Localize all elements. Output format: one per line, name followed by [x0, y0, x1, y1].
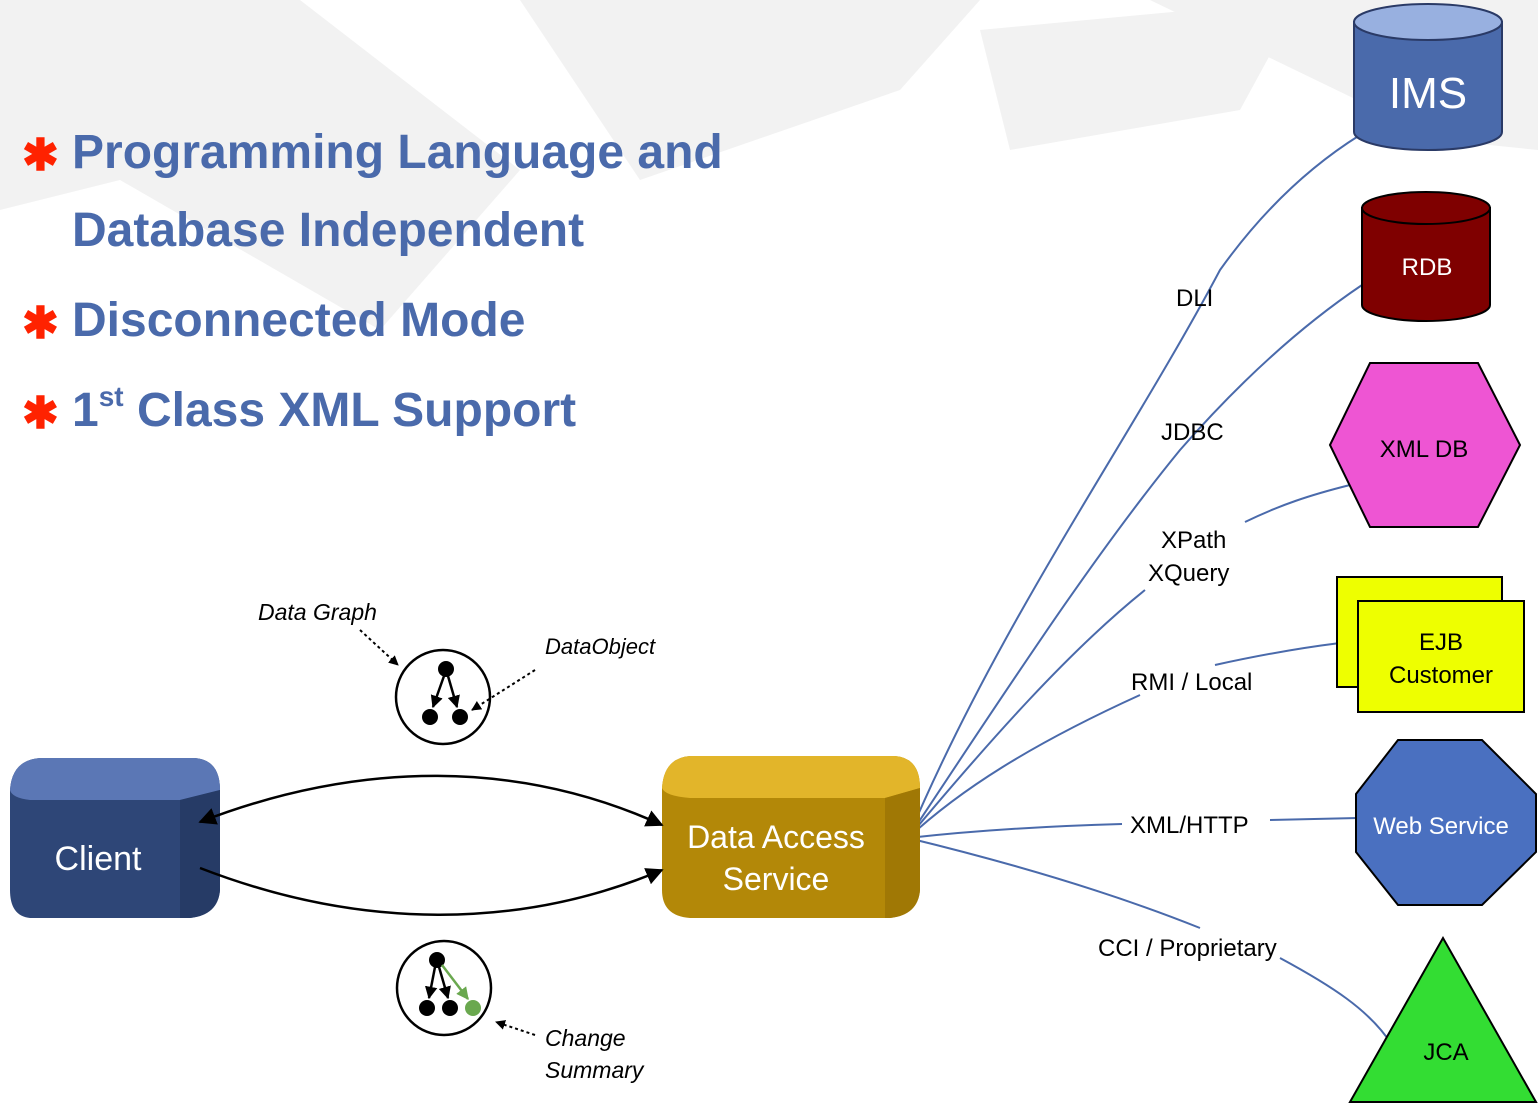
exchange-arrows	[198, 774, 664, 916]
link-xpath	[907, 589, 1146, 839]
connection-labels: DLI JDBC XPath XQuery RMI / Local XML/HT…	[1098, 285, 1277, 962]
change-summary-label-1: Change	[545, 1025, 626, 1051]
rdb-label: RDB	[1402, 254, 1453, 281]
link-cci	[907, 837, 1201, 929]
label-jdbc: JDBC	[1161, 419, 1224, 446]
ims-label: IMS	[1389, 69, 1467, 118]
bullet-3-prefix: 1	[72, 384, 99, 437]
data-graph-label: Data Graph	[258, 599, 377, 625]
xml-db: XML DB	[1328, 362, 1522, 528]
ejb-label-2: Customer	[1389, 662, 1493, 689]
label-rmi: RMI / Local	[1131, 669, 1252, 696]
data-object-pointer	[471, 669, 536, 711]
change-summary-pointer	[495, 1020, 536, 1036]
link-jdbc	[907, 284, 1363, 839]
data-object-label: DataObject	[545, 634, 656, 659]
data-access-service-block: Data Access Service	[662, 756, 920, 918]
label-dli: DLI	[1176, 285, 1213, 312]
label-cci: CCI / Proprietary	[1098, 935, 1277, 962]
web-service: Web Service	[1355, 739, 1537, 906]
change-summary-icon	[395, 939, 493, 1037]
bullet-3-sup: st	[99, 381, 124, 412]
client-block: Client	[10, 758, 220, 918]
bullet-3-rest: Class XML Support	[124, 384, 577, 437]
web-service-label: Web Service	[1373, 813, 1509, 840]
link-rmi	[907, 694, 1141, 839]
label-xquery: XQuery	[1148, 560, 1229, 587]
bullet-1-line-2: Database Independent	[72, 204, 584, 257]
label-xmlhttp: XML/HTTP	[1130, 812, 1249, 839]
bullet-3: 1st Class XML Support	[72, 381, 576, 437]
link-xmlhttp	[907, 823, 1123, 839]
link-ejb	[1214, 642, 1341, 666]
label-xpath: XPath	[1161, 527, 1226, 554]
bullet-2: Disconnected Mode	[72, 294, 525, 347]
rdb-database: RDB	[1361, 191, 1491, 322]
data-graph-pointer	[359, 629, 399, 666]
change-summary-label-2: Summary	[545, 1057, 645, 1083]
link-dli	[907, 134, 1361, 839]
das-label-2: Service	[723, 861, 830, 897]
bullet-list: ✱ Programming Language and Database Inde…	[22, 126, 723, 438]
link-xmldb	[1244, 484, 1351, 523]
das-label-1: Data Access	[687, 819, 865, 855]
response-arrow	[199, 866, 664, 916]
jca: JCA	[1348, 935, 1538, 1103]
bullet-1-line-1: Programming Language and	[72, 126, 723, 179]
link-webservice	[1269, 817, 1359, 821]
ims-database: IMS	[1353, 3, 1503, 151]
client-label: Client	[55, 840, 142, 878]
data-graph-icon	[394, 648, 492, 746]
xml-db-label: XML DB	[1380, 436, 1468, 463]
ejb-customer: EJB Customer	[1336, 576, 1525, 713]
jca-label: JCA	[1423, 1039, 1468, 1066]
connection-lines	[907, 134, 1393, 1046]
bullet-glyph: ✱	[22, 131, 59, 180]
link-jca	[1279, 957, 1393, 1046]
request-arrow	[198, 774, 664, 827]
ejb-label-1: EJB	[1419, 629, 1463, 656]
bullet-glyph: ✱	[22, 389, 59, 438]
bullet-glyph: ✱	[22, 299, 59, 348]
